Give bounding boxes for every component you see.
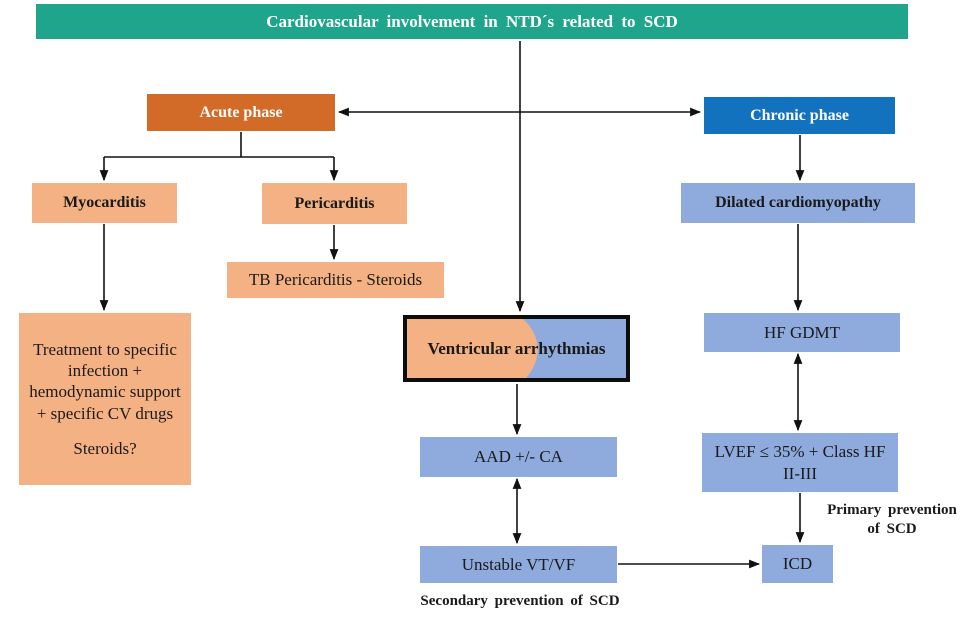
node-icd: ICD xyxy=(762,545,833,583)
va-split-background xyxy=(407,319,626,378)
node-treatment: Treatment to specific infection + hemody… xyxy=(19,313,191,485)
node-hf-gdmt: HF GDMT xyxy=(704,313,900,352)
node-myocarditis: Myocarditis xyxy=(32,183,177,223)
node-acute-phase: Acute phase xyxy=(147,94,335,131)
treatment-main-text: Treatment to specific infection + hemody… xyxy=(29,339,181,423)
node-ventricular-arrhythmias: Ventricular arrhythmias xyxy=(403,315,630,382)
node-tb-pericarditis: TB Pericarditis - Steroids xyxy=(227,262,444,298)
label-primary-prevention: Primary prevention of SCD xyxy=(827,502,957,537)
node-aad-ca: AAD +/- CA xyxy=(420,437,617,477)
label-secondary-prevention: Secondary prevention of SCD xyxy=(420,592,620,609)
ventricular-arrhythmias-label: Ventricular arrhythmias xyxy=(427,338,606,358)
treatment-question-text: Steroids? xyxy=(73,438,137,458)
node-pericarditis: Pericarditis xyxy=(262,183,407,224)
title-banner: Cardiovascular involvement in NTD´s rela… xyxy=(36,4,908,39)
node-lvef-class: LVEF ≤ 35% + Class HF II-III xyxy=(702,433,898,492)
node-dilated-cardiomyopathy: Dilated cardiomyopathy xyxy=(681,183,915,223)
node-chronic-phase: Chronic phase xyxy=(704,97,895,134)
node-unstable-vtvf: Unstable VT/VF xyxy=(420,546,617,583)
